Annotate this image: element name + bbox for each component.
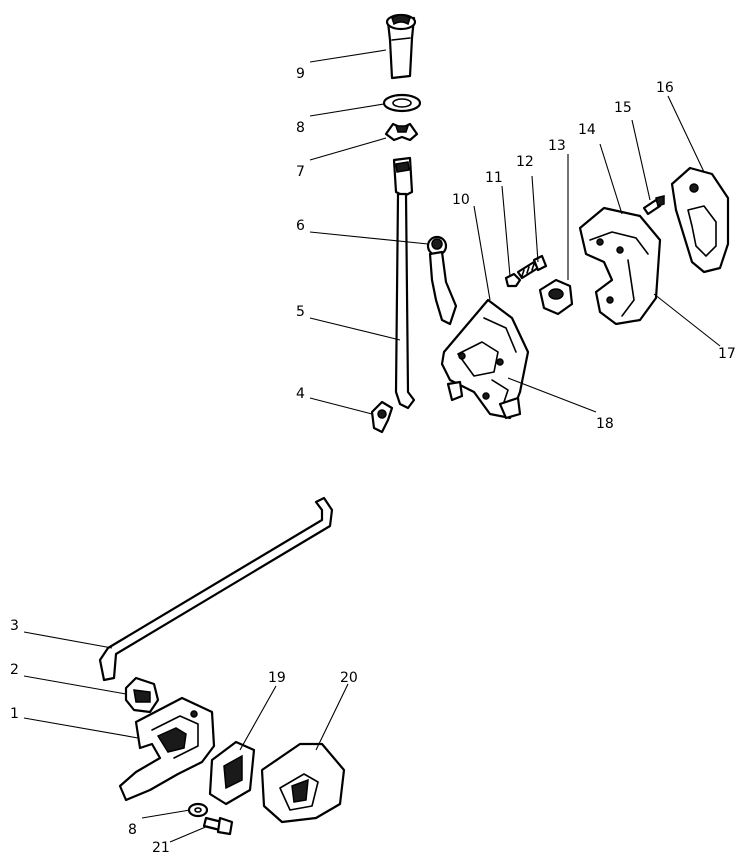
callout-20: 20 bbox=[340, 670, 358, 686]
part-6-connector bbox=[426, 235, 458, 326]
callout-labels: 9 8 7 6 5 4 10 11 12 13 14 15 16 17 18 3… bbox=[10, 66, 736, 856]
part-12-screw bbox=[516, 254, 548, 280]
callout-8-top: 8 bbox=[296, 120, 305, 136]
part-3-remote-rod bbox=[98, 496, 334, 682]
callout-17: 17 bbox=[718, 346, 736, 362]
callout-4: 4 bbox=[296, 386, 305, 402]
part-4-rod-clip bbox=[370, 400, 394, 434]
callout-2: 2 bbox=[10, 662, 19, 678]
callout-5: 5 bbox=[296, 304, 305, 320]
callout-14: 14 bbox=[578, 122, 596, 138]
part-2-rod-clip bbox=[124, 676, 160, 714]
callout-9: 9 bbox=[296, 66, 305, 82]
callout-3: 3 bbox=[10, 618, 19, 634]
callout-8-bottom: 8 bbox=[128, 822, 137, 838]
callout-18: 18 bbox=[596, 416, 614, 432]
callout-6: 6 bbox=[296, 218, 305, 234]
part-7-clip bbox=[384, 122, 419, 142]
part-1-inside-handle bbox=[118, 696, 216, 802]
callout-19: 19 bbox=[268, 670, 286, 686]
callout-16: 16 bbox=[656, 80, 674, 96]
part-16-escutcheon bbox=[670, 166, 730, 274]
part-8-washer-bottom bbox=[187, 802, 209, 818]
part-5-lock-rod bbox=[392, 156, 416, 410]
part-9-lock-knob bbox=[385, 13, 417, 80]
callout-12: 12 bbox=[516, 154, 534, 170]
part-20-handle-cover bbox=[260, 742, 346, 824]
part-11-nut bbox=[504, 272, 522, 288]
callout-10: 10 bbox=[452, 192, 470, 208]
callout-7: 7 bbox=[296, 164, 305, 180]
callout-13: 13 bbox=[548, 138, 566, 154]
part-13-bushing bbox=[538, 278, 574, 316]
part-21-bolt bbox=[202, 816, 234, 836]
part-18-latch-mechanism bbox=[440, 298, 530, 420]
callout-21: 21 bbox=[152, 840, 170, 856]
callout-1: 1 bbox=[10, 706, 19, 722]
part-19-handle-bezel bbox=[208, 740, 256, 806]
leader-lines bbox=[23, 49, 721, 843]
part-15-screw bbox=[642, 195, 665, 216]
part-8-washer-top bbox=[382, 93, 422, 113]
callout-11: 11 bbox=[485, 170, 503, 186]
part-14-bracket bbox=[578, 206, 662, 326]
callout-15: 15 bbox=[614, 100, 632, 116]
